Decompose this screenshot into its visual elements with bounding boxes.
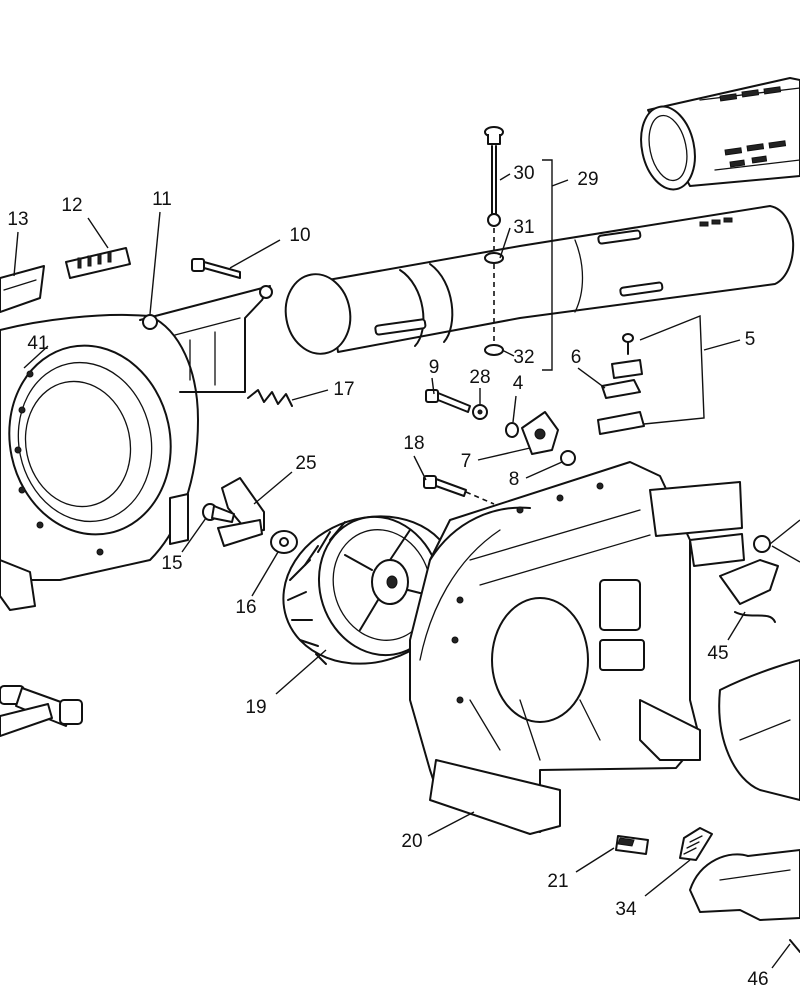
leader-lines	[13, 159, 800, 969]
callout-32: 32	[513, 347, 534, 368]
tube-rod	[484, 126, 504, 356]
washer-28	[472, 404, 488, 420]
callout-25: 25	[295, 453, 316, 474]
callout-41: 41	[27, 333, 48, 354]
callout-31: 31	[513, 217, 534, 238]
bracket-25	[217, 477, 265, 547]
nut-8	[560, 450, 576, 466]
callout-30: 30	[513, 163, 534, 184]
label-decal-13	[0, 265, 45, 313]
screw-18	[423, 475, 495, 505]
lever-7	[521, 411, 559, 455]
callout-46: 46	[747, 969, 768, 990]
callout-17: 17	[333, 379, 354, 400]
callout-11: 11	[152, 189, 172, 210]
handle-shell	[718, 659, 800, 801]
screw-9	[425, 389, 471, 413]
screw-10	[191, 258, 241, 279]
blower-tube	[284, 205, 795, 355]
part-21	[615, 835, 649, 855]
callout-18: 18	[403, 433, 424, 454]
washer-16	[270, 530, 298, 554]
callout-21: 21	[547, 871, 568, 892]
callout-15: 15	[161, 553, 182, 574]
main-housing	[409, 461, 745, 835]
callout-4: 4	[513, 373, 524, 394]
callout-19: 19	[245, 697, 266, 718]
callout-8: 8	[509, 469, 520, 490]
nozzle-tip	[640, 77, 800, 191]
callout-12: 12	[61, 195, 82, 216]
washer-4	[505, 422, 519, 438]
spark-plug-wrench	[0, 685, 83, 737]
part-34	[679, 827, 713, 861]
handle-lower	[689, 849, 800, 953]
left-housing	[0, 285, 273, 611]
callout-13: 13	[7, 209, 28, 230]
callout-6: 6	[571, 347, 582, 368]
callout-29: 29	[577, 169, 598, 190]
callout-20: 20	[401, 831, 422, 852]
callout-34: 34	[615, 899, 637, 920]
spring-17	[247, 389, 293, 407]
callout-28: 28	[469, 367, 490, 388]
callout-7: 7	[461, 451, 472, 472]
callout-16: 16	[235, 597, 256, 618]
callout-45: 45	[707, 643, 728, 664]
latch-5	[597, 333, 645, 435]
callout-9: 9	[429, 357, 440, 378]
callout-5: 5	[745, 329, 756, 350]
callout-10: 10	[289, 225, 310, 246]
label-decal-12	[65, 247, 131, 279]
callout-numbers: 13 12 11 10 41 17 25 15 16 19 20 21 34 4…	[7, 163, 768, 990]
screw-15	[202, 503, 235, 523]
